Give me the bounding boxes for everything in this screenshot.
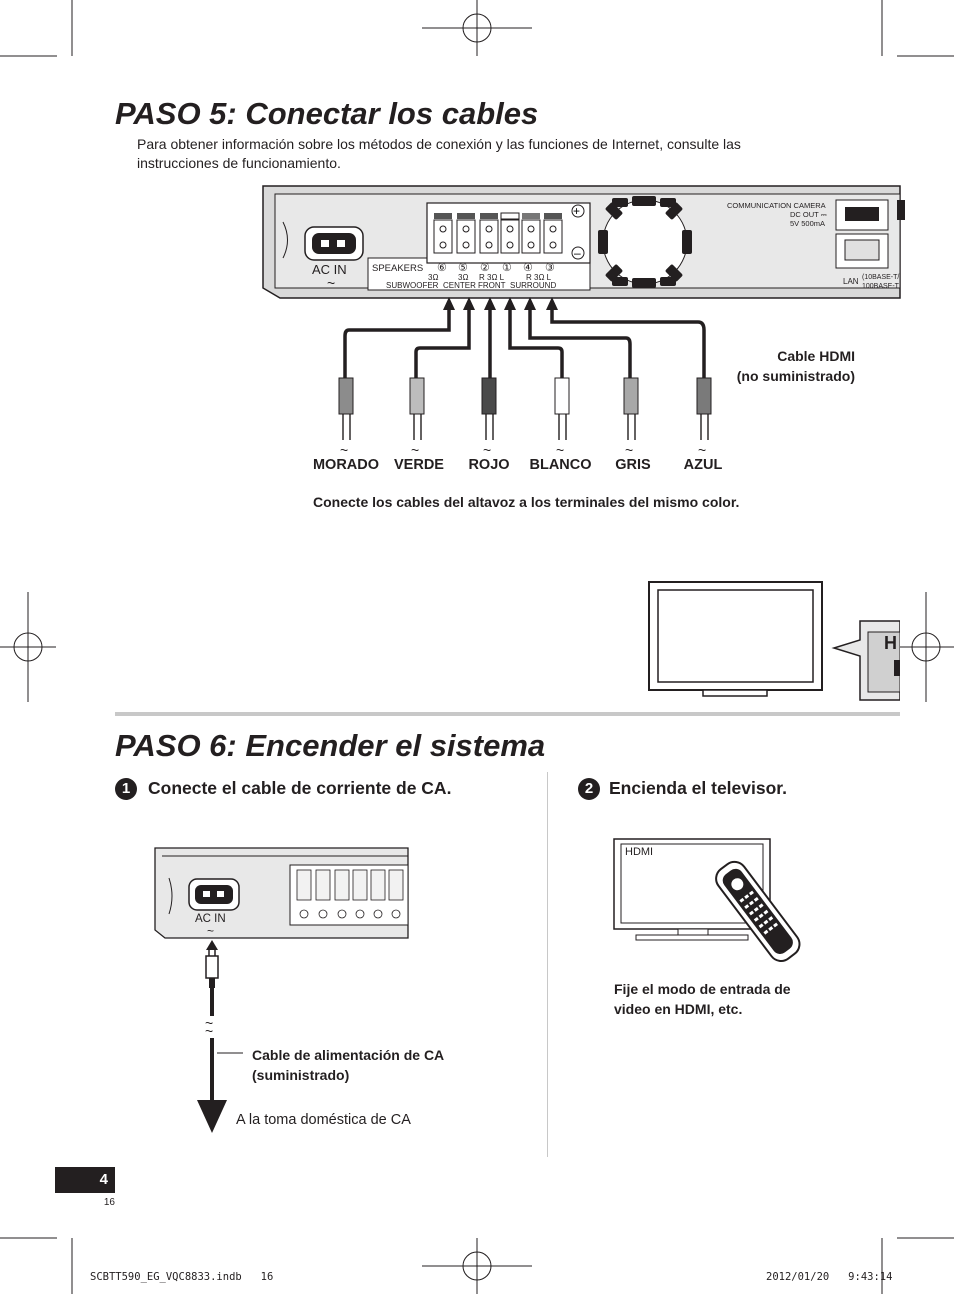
tv-illustration: H [648,581,900,701]
svg-text:+: + [573,204,580,218]
svg-text:③: ③ [545,262,555,274]
power-plug-icon [205,955,219,979]
tv-screen-hdmi-label: HDMI [625,846,654,858]
cable-color-rojo: ROJO [468,457,510,473]
step6-title: PASO 6: Encender el sistema [115,728,546,763]
svg-text:5V 500mA: 5V 500mA [790,219,825,228]
svg-text:R 3Ω L: R 3Ω L [526,273,552,282]
svg-text:3Ω: 3Ω [428,273,438,282]
speakers-label: SPEAKERS [372,263,423,274]
column-divider [547,772,548,1157]
outlet-label: A la toma doméstica de CA [236,1112,411,1128]
speaker-terminals [433,212,563,254]
svg-text:SURROUND: SURROUND [510,281,556,290]
svg-text:R 3Ω L: R 3Ω L [479,273,505,282]
remote-control-icon [715,860,801,962]
fan-vent-icon [598,196,692,288]
step5-title: PASO 5: Conectar los cables [115,96,539,131]
speaker-note: Conecte los cables del altavoz a los ter… [313,494,740,510]
ac-in-label: AC IN [312,262,347,277]
terminal-numbers: ⑥ ⑤ ② ① ④ ③ [437,262,555,274]
hdmi-cable-label: Cable HDMI (no suministrado) [736,348,855,384]
page-number-box [55,1167,115,1193]
svg-text:④: ④ [523,262,533,274]
ac-in-small-label: AC IN [195,913,226,925]
sub-page-number: 16 [103,1197,115,1208]
tv-remote-illustration [613,838,801,962]
step6-sub2-title: Encienda el televisor. [609,778,787,798]
rear-panel-diagram: AC IN ~ + – SPEAKERS ⑥ ⑤ ② ① ④ ③ [262,185,905,458]
step6-sub1-number: 1 [115,778,137,800]
svg-text:⑤: ⑤ [458,262,468,274]
footer-timestamp: 2012/01/20 9:43:14 [766,1271,893,1283]
cable-color-verde: VERDE [394,457,444,473]
cable-color-gris: GRIS [615,457,651,473]
power-cable-label: Cable de alimentación de CA (suministrad… [252,1047,445,1083]
cable-color-morado: MORADO [312,457,380,473]
step5-intro-line2: instrucciones de funcionamiento. [137,155,341,171]
svg-text:CENTER: CENTER [443,281,476,290]
comm-camera-label: COMMUNICATION CAMERA [727,201,826,210]
step6-sub1-title: Conecte el cable de corriente de CA. [148,778,452,798]
svg-text:FRONT: FRONT [478,281,506,290]
svg-text:①: ① [502,262,512,274]
step5-intro-line1: Para obtener información sobre los métod… [137,136,741,152]
tv-input-note: Fije el modo de entrada de video en HDMI… [614,981,791,1017]
lan-label: LAN [843,277,859,286]
svg-text:–: – [574,246,581,260]
speaker-cables [343,305,706,378]
footer-file-info: SCBTT590_EG_VQC8833.indb 16 [90,1271,274,1283]
cable-color-blanco: BLANCO [529,457,592,473]
svg-text:~: ~ [625,442,633,458]
svg-text:(10BASE-T/: (10BASE-T/ [862,274,899,281]
svg-text:⑥: ⑥ [437,262,447,274]
svg-text:DC OUT ⎓: DC OUT ⎓ [790,210,828,219]
ac-connection-diagram: AC IN ~ ~ ~ [154,847,409,1133]
svg-text:~: ~ [411,442,419,458]
step6-sub2-number: 2 [578,778,600,800]
svg-text:~: ~ [340,442,348,458]
svg-text:3Ω: 3Ω [458,273,468,282]
cable-color-azul: AZUL [683,457,723,473]
svg-text:~: ~ [205,1023,213,1039]
section-divider [115,712,900,716]
speaker-plugs [338,377,712,415]
svg-text:~: ~ [327,275,335,291]
svg-text:H: H [884,633,897,653]
svg-text:~: ~ [556,442,564,458]
svg-text:~: ~ [483,442,491,458]
svg-text:~: ~ [205,1015,213,1031]
svg-text:~: ~ [698,442,706,458]
svg-text:②: ② [480,262,490,274]
svg-text:~: ~ [207,924,214,938]
outlet-arrow-icon [197,1100,227,1133]
svg-text:SUBWOOFER: SUBWOOFER [386,281,439,290]
page-number: 4 [99,1171,108,1188]
svg-text:100BASE-T: 100BASE-T [862,283,900,290]
